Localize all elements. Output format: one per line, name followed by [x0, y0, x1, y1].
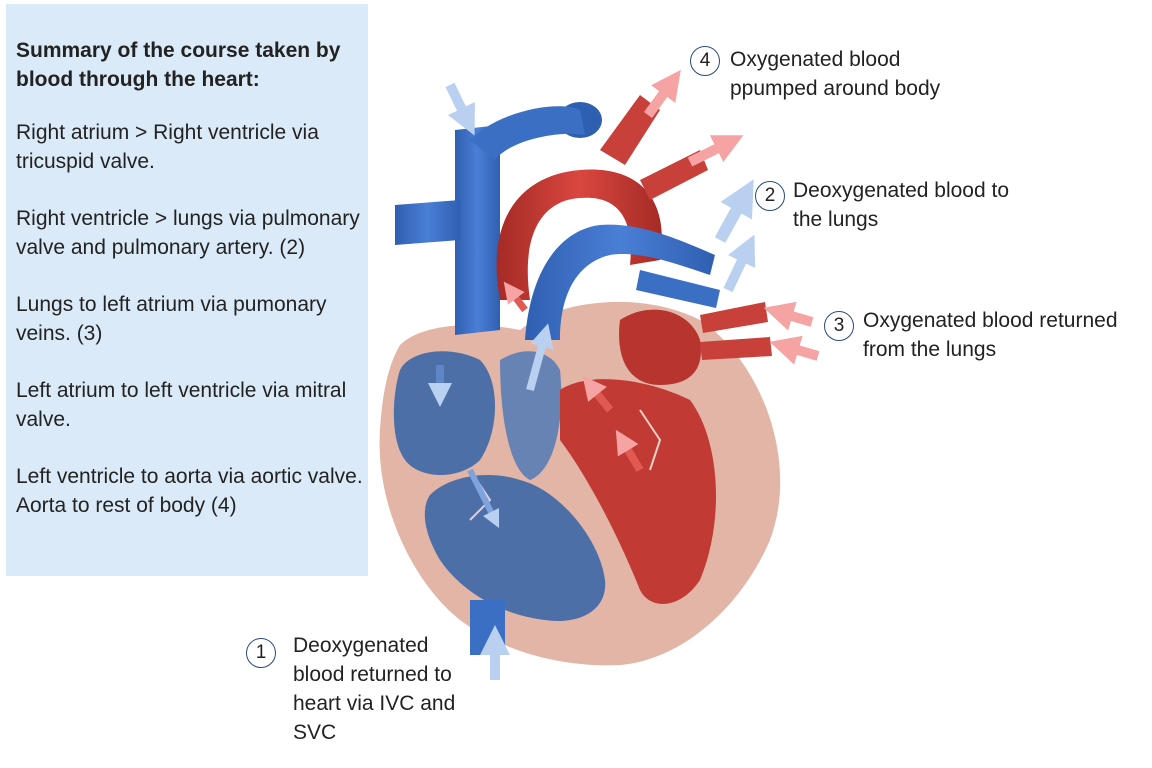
brachiocephalic-vein	[395, 200, 460, 245]
flow-arrow-rv	[467, 468, 500, 529]
summary-panel: Summary of the course taken by blood thr…	[6, 4, 368, 576]
summary-title: Summary of the course taken by blood thr…	[16, 39, 341, 91]
pulmonary-artery	[525, 224, 715, 340]
flow-arrow-lv-2	[615, 429, 644, 473]
pulmonary-vein-upper	[700, 302, 768, 333]
flow-arrow-lungs-2	[723, 234, 756, 293]
callout-2-text: Deoxygenated blood to the lungs	[793, 179, 1009, 231]
pulmonary-vein-lower	[700, 337, 772, 360]
flow-arrow-pv-1	[763, 301, 814, 331]
aorta	[496, 169, 662, 300]
summary-step-2: Right ventricle > lungs via pulmonary va…	[16, 207, 360, 259]
callout-1-number: 1	[246, 638, 276, 668]
flow-arrow-aorta-2	[687, 135, 744, 167]
left-ventricle	[560, 379, 717, 604]
flow-arrow-pv-2	[769, 335, 820, 365]
callout-3-number: 3	[824, 311, 854, 341]
left-atrium	[619, 309, 701, 385]
callout-3-text: Oxygenated blood returned from the lungs	[863, 309, 1118, 361]
callout-2-number: 2	[755, 181, 785, 211]
callout-4-text: Oxygenated blood ppumped around body	[730, 48, 941, 100]
summary-step-5: Left ventricle to aorta via aortic valve…	[16, 465, 363, 517]
summary-step-1: Right atrium > Right ventricle via tricu…	[16, 121, 319, 173]
callout-4-number: 4	[690, 46, 720, 76]
summary-step-3: Lungs to left atrium via pumonary veins.…	[16, 293, 327, 345]
flow-arrow-aorta-1	[643, 69, 681, 118]
septum-blue-region	[500, 351, 562, 480]
flow-arrow-lungs-1	[714, 179, 754, 243]
summary-step-4: Left atrium to left ventricle via mitral…	[16, 379, 347, 431]
flow-arrow-pa-up	[526, 323, 554, 392]
superior-vena-cava	[455, 125, 500, 335]
right-ventricle	[424, 475, 606, 621]
svc-curve	[470, 106, 585, 160]
pulmonary-artery-branch	[636, 270, 720, 308]
flow-arrow-aortic	[503, 281, 528, 313]
mitral-valve	[639, 409, 662, 471]
right-atrium	[393, 351, 495, 475]
flow-arrow-lv-1	[582, 375, 614, 413]
flow-arrow-svc	[445, 82, 475, 136]
callout-1-text: Deoxygenated blood returned to heart via…	[293, 634, 456, 744]
